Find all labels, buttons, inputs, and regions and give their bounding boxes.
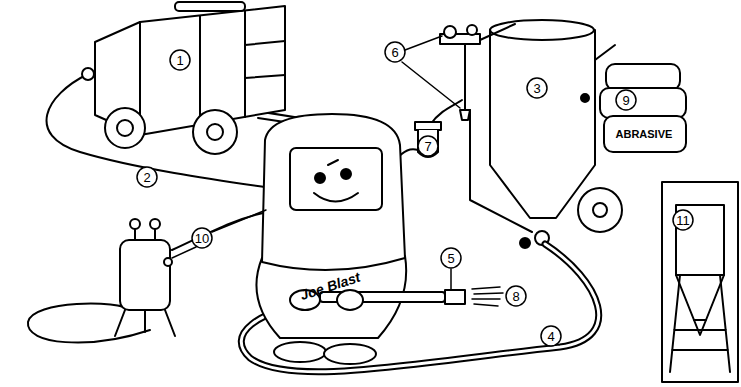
leader-line	[450, 269, 452, 289]
callout-circle-outline	[137, 167, 157, 187]
abrasive-hopper	[662, 182, 738, 382]
leader-line	[172, 36, 460, 289]
air-filter-tank	[130, 219, 140, 229]
callout-circle-outline	[385, 42, 405, 62]
abrasive-hopper	[670, 275, 730, 372]
air-compressor	[175, 2, 245, 11]
moisture-separator	[415, 122, 441, 130]
callout-circle-outline	[673, 210, 693, 230]
callout-number: 8	[505, 285, 527, 307]
abrasive-hopper	[662, 182, 738, 382]
leader-line	[172, 210, 266, 258]
control-valves	[480, 24, 515, 40]
callout-number: 9	[615, 89, 637, 111]
operator-figure	[341, 169, 351, 179]
operator-figure	[328, 160, 338, 165]
blast-pot	[578, 188, 622, 232]
operator-figure	[274, 342, 326, 362]
control-valves	[440, 24, 515, 120]
callout-number: 10	[191, 227, 213, 249]
blast-pot	[593, 203, 607, 217]
abrasive-stream	[472, 287, 503, 306]
abrasive-bags	[600, 64, 686, 152]
operator-figure	[314, 193, 358, 202]
callout-circle-outline	[192, 228, 212, 248]
operator-figure	[324, 344, 376, 364]
moisture-separator	[418, 130, 438, 157]
air-compressor	[193, 110, 237, 154]
callout-circle-outline	[418, 136, 438, 156]
callout-number: 5	[440, 247, 462, 269]
air-filter-tank	[115, 219, 175, 336]
operator-figure	[256, 114, 406, 364]
air-compressor	[105, 108, 145, 148]
operator-figure	[262, 114, 405, 270]
blast-pot	[470, 110, 532, 232]
breathing-air-hose	[172, 212, 268, 250]
blast-nozzle	[445, 290, 465, 304]
callout-circle-outline	[441, 248, 461, 268]
callout-circle: 10	[191, 227, 213, 249]
callout-circle: 8	[505, 285, 527, 307]
blast-pot	[520, 238, 530, 248]
callout-circle: 6	[384, 41, 406, 63]
air-filter-tank	[135, 228, 155, 240]
callout-circle: 11	[672, 209, 694, 231]
callout-number: 11	[672, 209, 694, 231]
callout-circle-outline	[527, 78, 547, 98]
callout-circle: 7	[417, 135, 439, 157]
abrasive-hopper	[676, 275, 724, 320]
blast-nozzle	[337, 290, 363, 310]
callout-number: 1	[169, 49, 191, 71]
callout-circle: 4	[540, 325, 562, 347]
callout-circle: 3	[526, 77, 548, 99]
moisture-separator	[415, 122, 441, 157]
control-valves	[464, 44, 466, 110]
air-filter-tank	[115, 310, 175, 336]
control-valves	[460, 110, 470, 120]
callout-circle: 9	[615, 89, 637, 111]
air-filter-tank	[164, 258, 172, 266]
callout-number: 4	[540, 325, 562, 347]
operator-figure	[290, 148, 382, 210]
abrasive-bags	[604, 116, 686, 152]
callout-circle-outline	[170, 50, 190, 70]
air-filter-tank	[150, 219, 160, 229]
air-compressor	[200, 11, 285, 125]
bag-text: ABRASIVE	[616, 128, 673, 140]
blast-pot	[581, 94, 589, 102]
operator-figure	[315, 173, 325, 183]
blast-pot	[490, 30, 595, 218]
callout-circle-outline	[506, 286, 526, 306]
callout-circle: 5	[440, 247, 462, 269]
callout-number: 2	[136, 166, 158, 188]
callout-number: 6	[384, 41, 406, 63]
air-compressor	[207, 124, 223, 140]
air-filter-tank	[120, 240, 170, 310]
abrasive-bags	[600, 88, 686, 118]
callout-circle-outline	[541, 326, 561, 346]
abrasive-stream	[472, 287, 503, 306]
blast-pot	[490, 20, 594, 40]
abrasive-bags	[606, 64, 680, 90]
callout-circle: 2	[136, 166, 158, 188]
callout-number: 3	[526, 77, 548, 99]
air-compressor	[82, 68, 94, 80]
callout-circle: 1	[169, 49, 191, 71]
breathing-air-hose	[172, 212, 268, 250]
callout-circle-outline	[616, 90, 636, 110]
control-valves	[467, 25, 477, 35]
blast-pot	[595, 45, 615, 60]
blast-pot	[470, 20, 622, 248]
control-valves	[444, 26, 456, 38]
air-compressor	[117, 120, 133, 136]
callout-number: 7	[417, 135, 439, 157]
leader-line	[402, 36, 460, 108]
